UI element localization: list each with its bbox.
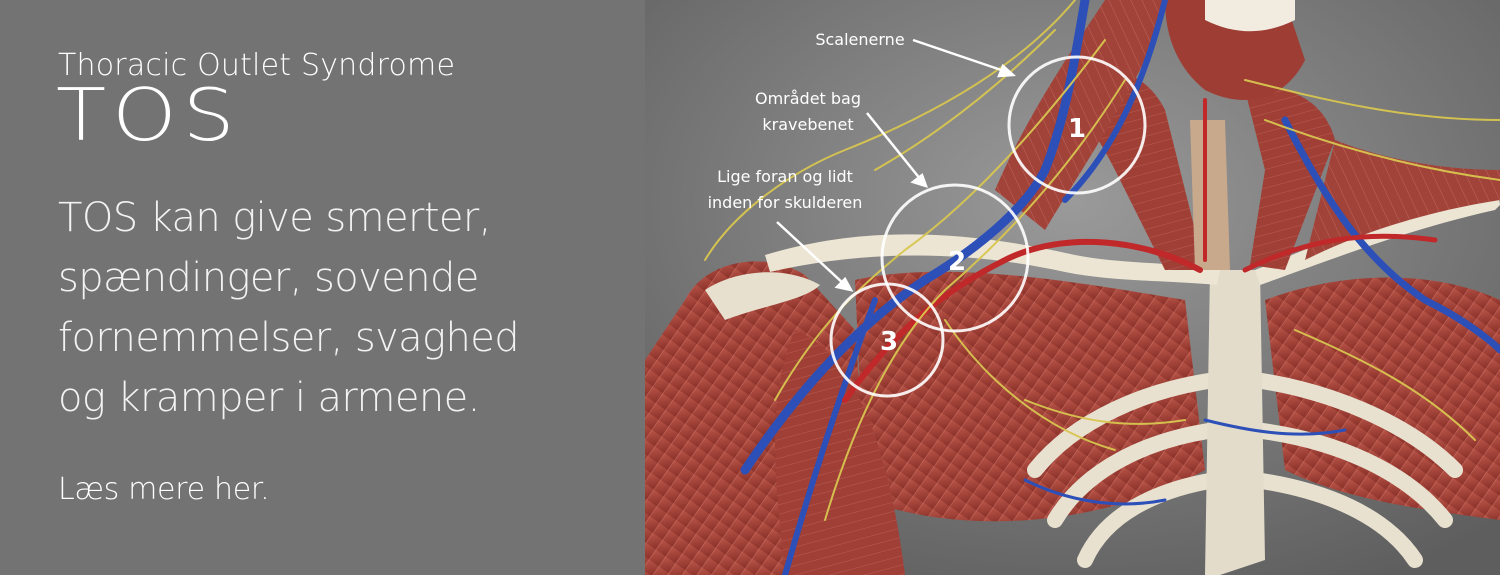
callout-label-2-line-1: Området bag — [755, 89, 861, 108]
region-circle-2 — [880, 183, 1030, 333]
region-circle-3 — [829, 282, 945, 398]
callout-label-3-line-1: Lige foran og lidt — [717, 167, 853, 186]
anatomy-illustration: 1 2 3 Scalenerne Området bag kravebenet … — [645, 0, 1500, 575]
sternocleidomastoid-right — [1245, 87, 1335, 270]
region-circle-1 — [1007, 55, 1147, 195]
sternum — [1205, 270, 1265, 575]
trachea — [1190, 120, 1230, 270]
nerves — [704, 0, 1500, 521]
veins — [740, 0, 1500, 575]
text-panel: Thoracic Outlet Syndrome TOS TOS kan giv… — [0, 0, 645, 575]
description-line-2: spændinger, sovende — [58, 255, 479, 301]
scalene-muscles — [995, 0, 1165, 230]
callout-label-2-line-2: kravebenet — [762, 115, 853, 134]
description-line-4: og kramper i armene. — [58, 375, 480, 421]
subtitle: Thoracic Outlet Syndrome — [58, 48, 456, 83]
arteries — [842, 98, 1438, 403]
teeth — [1205, 0, 1295, 32]
description: TOS kan give smerter, spændinger, sovend… — [58, 188, 578, 428]
read-more-link[interactable]: Læs mere her. — [58, 472, 270, 507]
region-number-1: 1 — [1068, 114, 1086, 144]
region-number-2: 2 — [948, 247, 966, 277]
title-text: TOS — [56, 73, 241, 158]
callout-label-scalenerne: Scalenerne — [815, 30, 904, 49]
callout-label-3-line-2: inden for skulderen — [708, 193, 863, 212]
clavicle-left — [765, 234, 1220, 285]
page-title: TOS — [56, 80, 241, 162]
callout-arrows — [776, 38, 1017, 292]
humerus-head — [705, 272, 820, 320]
description-line-3: fornemmelser, svaghed — [58, 315, 520, 361]
description-line-1: TOS kan give smerter, — [58, 195, 491, 241]
region-number-3: 3 — [880, 327, 898, 357]
